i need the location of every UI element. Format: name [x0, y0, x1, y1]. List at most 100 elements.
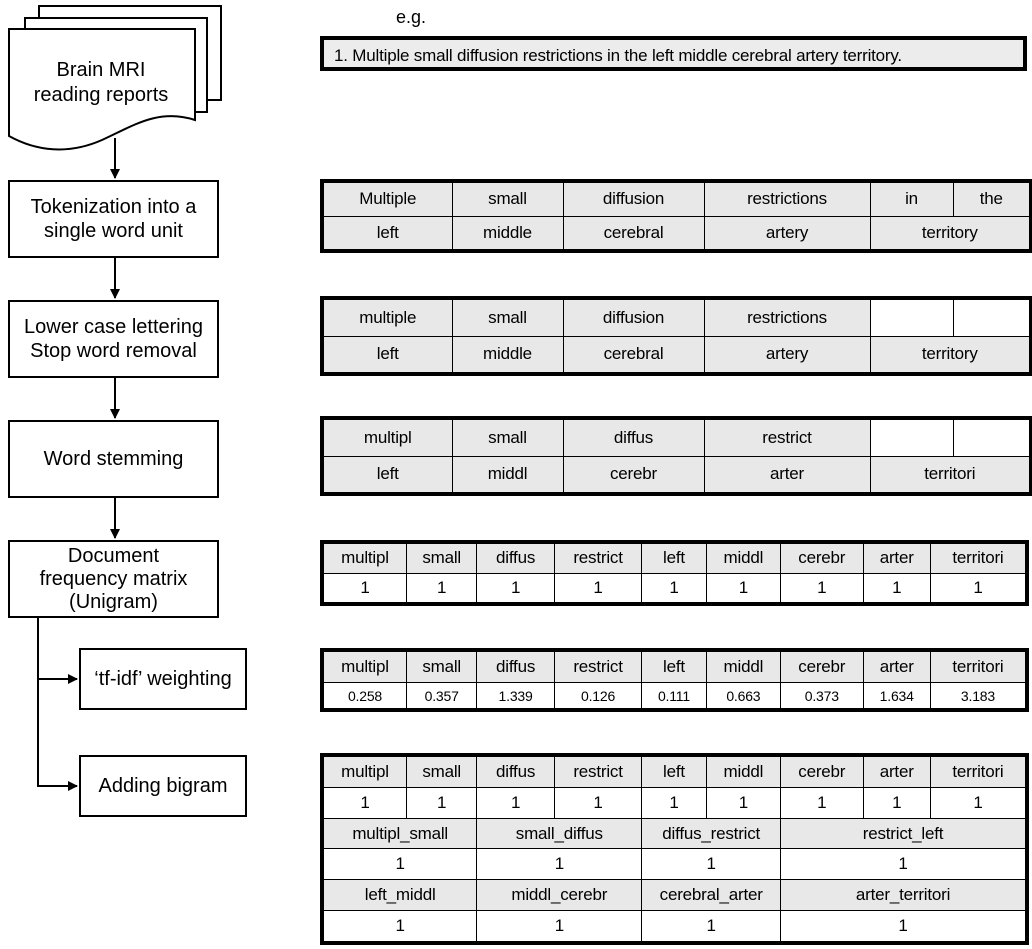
bigram-pair-cell: diffus_restrict [641, 817, 782, 850]
bigram-count-cell: 1 [476, 787, 555, 819]
example-sentence-box: 1. Multiple small diffusion restrictions… [320, 36, 1027, 71]
tfidf-matrix-table: multipl small diffus restrict left middl… [320, 648, 1029, 712]
bigram-count-cell: 1 [929, 787, 1028, 819]
bigram-term-cell: small [405, 754, 478, 789]
tfidf-weight-cell: 0.111 [641, 682, 707, 711]
unigram-count-cell: 1 [780, 572, 864, 605]
unigram-matrix-table: multipl small diffus restrict left middl… [320, 540, 1029, 606]
lowercase-cell: diffusion [562, 297, 705, 337]
bigram-pair-cell: small_diffus [476, 817, 643, 850]
bigram-pair-count-cell: 1 [641, 848, 782, 881]
token-cell: left [321, 215, 453, 252]
bigram-pair-count-cell: 1 [641, 909, 782, 944]
tfidf-term-cell: diffus [476, 649, 555, 684]
token-cell: Multiple [321, 180, 453, 217]
box-tokenization: Tokenization into a single word unit [8, 180, 219, 258]
lowercase-cell: small [451, 297, 564, 337]
unigram-term-cell: cerebr [780, 541, 864, 574]
unigram-term-cell: middl [705, 541, 782, 574]
bigram-pair-cell: multipl_small [321, 817, 478, 850]
bigram-count-cell: 1 [641, 787, 707, 819]
stem-cell: small [451, 417, 564, 457]
stem-cell: territori [869, 455, 1032, 495]
tfidf-term-cell: arter [862, 649, 931, 684]
token-cell: the [952, 180, 1032, 217]
unigram-count-cell: 1 [705, 572, 782, 605]
bigram-term-cell: arter [862, 754, 931, 789]
bigram-count-cell: 1 [553, 787, 643, 819]
token-cell: middle [451, 215, 564, 252]
bigram-pair-count-cell: 1 [780, 909, 1028, 944]
bigram-count-cell: 1 [405, 787, 478, 819]
example-label: e.g. [396, 7, 427, 27]
tfidf-weight-cell: 1.634 [862, 682, 931, 711]
tfidf-term-cell: territori [929, 649, 1028, 684]
bigram-pair-cell: cerebral_arter [641, 879, 782, 911]
unigram-count-cell: 1 [476, 572, 555, 605]
stem-cell: middl [451, 455, 564, 495]
token-cell: artery [703, 215, 871, 252]
bigram-pair-count-cell: 1 [476, 848, 643, 881]
stem-cell: multipl [321, 417, 453, 457]
tfidf-weight-cell: 0.373 [780, 682, 864, 711]
unigram-term-cell: diffus [476, 541, 555, 574]
bigram-term-cell: territori [929, 754, 1028, 789]
tfidf-weight-cell: 0.663 [705, 682, 782, 711]
token-cell: cerebral [562, 215, 705, 252]
tfidf-term-cell: middl [705, 649, 782, 684]
flow-connectors [37, 138, 120, 791]
lowercase-cell: territory [869, 335, 1032, 375]
unigram-count-cell: 1 [405, 572, 478, 605]
bigram-term-cell: left [641, 754, 707, 789]
bigram-pair-cell: restrict_left [780, 817, 1028, 850]
bigram-matrix-table: multipl small diffus restrict left middl… [320, 753, 1029, 945]
bigram-term-cell: restrict [553, 754, 643, 789]
lowercase-table: multiple small diffusion restrictions le… [320, 296, 1032, 376]
lowercase-cell: artery [703, 335, 871, 375]
unigram-term-cell: restrict [553, 541, 643, 574]
tfidf-weight-cell: 0.126 [553, 682, 643, 711]
token-cell: diffusion [562, 180, 705, 217]
bigram-term-cell: middl [705, 754, 782, 789]
bigram-term-cell: cerebr [780, 754, 864, 789]
lowercase-cell: middle [451, 335, 564, 375]
lowercase-cell: left [321, 335, 453, 375]
box-frequency-matrix: Document frequency matrix (Unigram) [8, 540, 219, 618]
bigram-pair-cell: middl_cerebr [476, 879, 643, 911]
unigram-term-cell: arter [862, 541, 931, 574]
unigram-term-cell: left [641, 541, 707, 574]
unigram-count-cell: 1 [862, 572, 931, 605]
tfidf-weight-cell: 1.339 [476, 682, 555, 711]
stem-cell: arter [703, 455, 871, 495]
lowercase-cell: restrictions [703, 297, 871, 337]
bigram-pair-count-cell: 1 [321, 909, 478, 944]
unigram-count-cell: 1 [929, 572, 1028, 605]
unigram-count-cell: 1 [641, 572, 707, 605]
bigram-pair-cell: arter_territori [780, 879, 1028, 911]
lowercase-cell: multiple [321, 297, 453, 337]
stem-cell: diffus [562, 417, 705, 457]
lowercase-cell: cerebral [562, 335, 705, 375]
tfidf-term-cell: restrict [553, 649, 643, 684]
bigram-pair-count-cell: 1 [780, 848, 1028, 881]
removed-stopword-cell [869, 297, 954, 337]
bigram-pair-cell: left_middl [321, 879, 478, 911]
tfidf-weight-cell: 0.258 [321, 682, 407, 711]
tfidf-weight-cell: 0.357 [405, 682, 478, 711]
token-cell: small [451, 180, 564, 217]
bigram-term-cell: multipl [321, 754, 407, 789]
unigram-count-cell: 1 [321, 572, 407, 605]
stem-cell: cerebr [562, 455, 705, 495]
bigram-pair-count-cell: 1 [321, 848, 478, 881]
box-reports-label: Brain MRI reading reports [33, 59, 169, 106]
bigram-count-cell: 1 [862, 787, 931, 819]
unigram-term-cell: small [405, 541, 478, 574]
stem-cell: restrict [703, 417, 871, 457]
removed-stopword-cell [869, 417, 954, 457]
tfidf-term-cell: small [405, 649, 478, 684]
stemming-table: multipl small diffus restrict left middl… [320, 416, 1032, 496]
bigram-count-cell: 1 [321, 787, 407, 819]
tfidf-term-cell: left [641, 649, 707, 684]
token-cell: territory [869, 215, 1032, 252]
bigram-count-cell: 1 [705, 787, 782, 819]
